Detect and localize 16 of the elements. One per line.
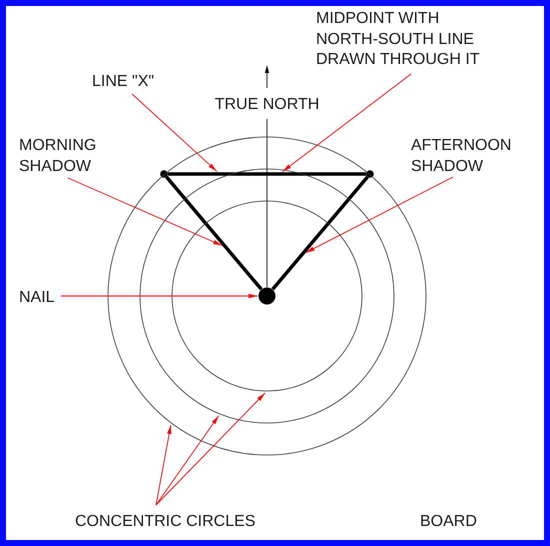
part-label: BOARD <box>420 512 477 532</box>
leader-line <box>282 74 412 172</box>
leader-line <box>156 424 172 506</box>
leader-line <box>156 415 220 506</box>
part-label: LINE "X" <box>92 72 154 92</box>
direction-label: TRUE NORTH <box>214 95 320 115</box>
leader-line <box>305 176 454 254</box>
part-label: CONCENTRIC CIRCLES <box>75 512 256 532</box>
leader-line <box>68 178 223 246</box>
part-label: NAIL <box>19 288 55 308</box>
leader-line <box>60 294 258 298</box>
leader-line <box>156 392 266 506</box>
part-label: MIDPOINT WITH NORTH-SOUTH LINE DRAWN THROUGH IT <box>316 9 481 70</box>
part-label: AFTERNOON SHADOW <box>411 136 513 177</box>
part-label: MORNING SHADOW <box>19 136 98 177</box>
leader-line <box>132 94 218 172</box>
